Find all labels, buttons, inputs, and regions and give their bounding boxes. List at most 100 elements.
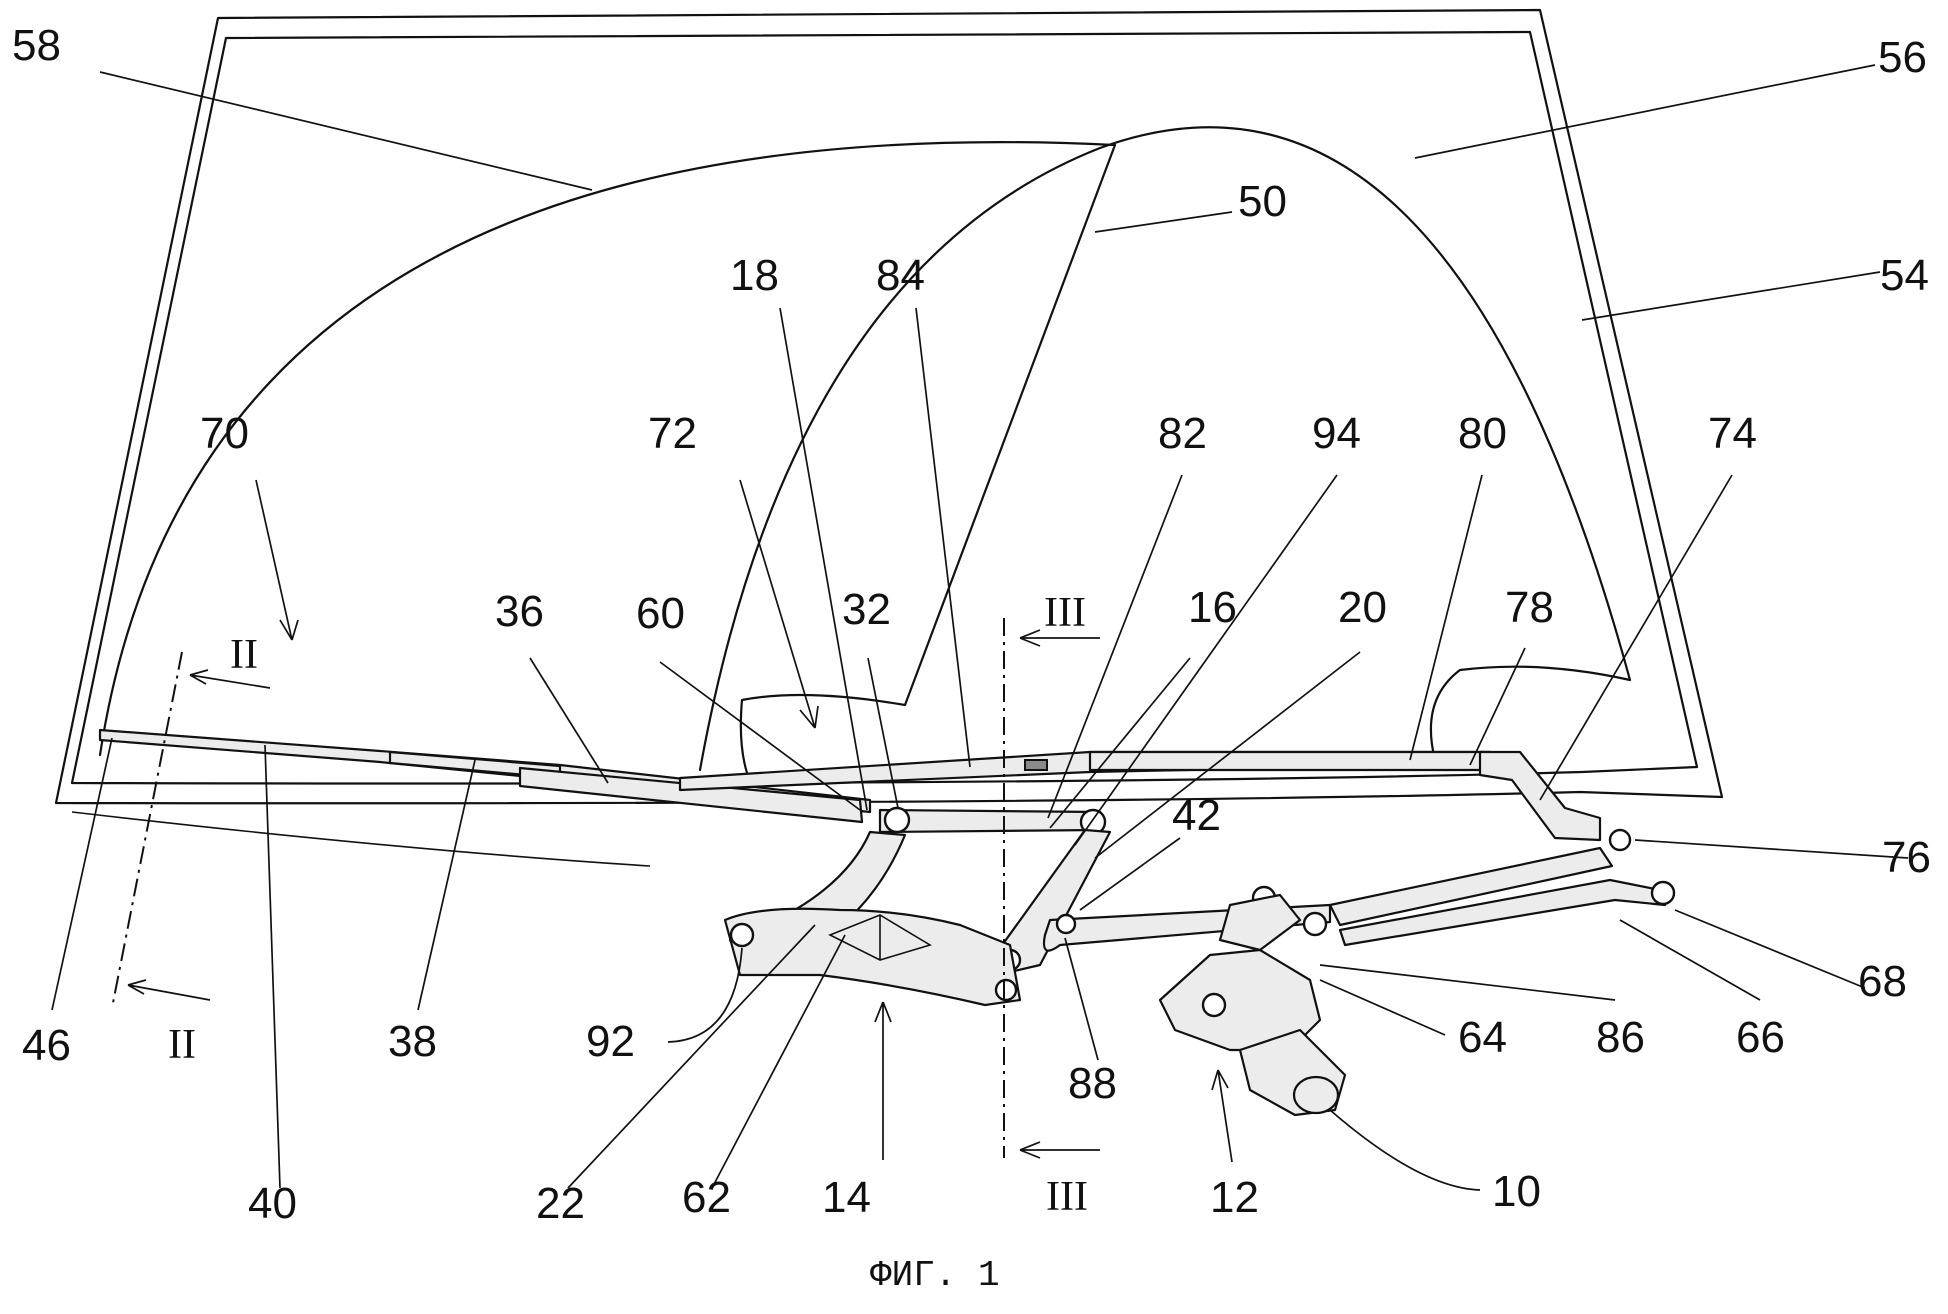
pivot-64 bbox=[1302, 911, 1328, 937]
ref-20: 20 bbox=[1338, 583, 1387, 632]
ref-78: 78 bbox=[1505, 583, 1554, 632]
ref-58: 58 bbox=[12, 21, 61, 70]
pivot-68 bbox=[1650, 880, 1676, 906]
leader-36 bbox=[529, 657, 609, 784]
motor-gear bbox=[1218, 893, 1302, 952]
ref-38: 38 bbox=[388, 1017, 437, 1066]
ref-18: 18 bbox=[730, 251, 779, 300]
ref-50: 50 bbox=[1238, 177, 1287, 226]
leader-54 bbox=[1581, 271, 1881, 321]
leader-38 bbox=[417, 759, 476, 1011]
push-rod-86 bbox=[1328, 846, 1614, 927]
leader-86 bbox=[1319, 964, 1616, 1001]
ref-42: 42 bbox=[1172, 791, 1221, 840]
ref-60: 60 bbox=[636, 589, 685, 638]
ref-80: 80 bbox=[1458, 409, 1507, 458]
left-wiper-arm-36 bbox=[518, 766, 864, 824]
leader-42 bbox=[1079, 837, 1181, 911]
arrow-70 bbox=[255, 479, 299, 641]
pivot-32 bbox=[883, 806, 911, 834]
ref-72: 72 bbox=[648, 409, 697, 458]
ref-84: 84 bbox=[876, 251, 925, 300]
ref-66: 66 bbox=[1736, 1013, 1785, 1062]
leader-46 bbox=[51, 737, 113, 1011]
ref-10: 10 bbox=[1492, 1167, 1541, 1216]
ref-36: 36 bbox=[495, 587, 544, 636]
ref-76: 76 bbox=[1882, 833, 1931, 882]
ref-46: 46 bbox=[22, 1021, 71, 1070]
wiped-field-56 bbox=[698, 126, 1632, 772]
section-label-II-bottom: II bbox=[168, 1022, 196, 1068]
leader-62 bbox=[711, 934, 846, 1189]
section-arrow-III-top bbox=[1019, 629, 1100, 647]
leader-22 bbox=[567, 924, 816, 1189]
motor-end-cap bbox=[1292, 1075, 1340, 1115]
leader-56 bbox=[1414, 64, 1876, 159]
ref-82: 82 bbox=[1158, 409, 1207, 458]
connecting-rod-16 bbox=[878, 808, 1102, 834]
section-arrow-III-bottom bbox=[1019, 1141, 1100, 1159]
leader-78 bbox=[1469, 647, 1526, 766]
section-arrow-II-bottom bbox=[127, 979, 211, 1001]
motor-housing-12 bbox=[1158, 948, 1322, 1052]
section-line-II bbox=[111, 651, 183, 1009]
ref-22: 22 bbox=[536, 1179, 585, 1228]
right-arm-bracket-74 bbox=[1478, 750, 1602, 842]
section-arrow-II-top bbox=[189, 669, 271, 689]
ref-16: 16 bbox=[1188, 583, 1237, 632]
right-wiper-arm-80 bbox=[1088, 750, 1502, 772]
arrow-72 bbox=[739, 479, 819, 729]
leader-94 bbox=[1074, 474, 1338, 846]
ref-70: 70 bbox=[200, 409, 249, 458]
crank-arm-20 bbox=[993, 828, 1112, 974]
frame-web-62 bbox=[828, 914, 932, 961]
arrow-12 bbox=[1211, 1069, 1233, 1163]
leader-74 bbox=[1539, 474, 1733, 801]
ref-62: 62 bbox=[682, 1173, 731, 1222]
ref-32: 32 bbox=[842, 585, 891, 634]
leader-20 bbox=[1094, 651, 1361, 859]
leader-66 bbox=[1619, 919, 1761, 1001]
leader-80 bbox=[1409, 474, 1483, 761]
windshield-outer-outline bbox=[54, 8, 1724, 805]
field-lower-curve bbox=[71, 811, 651, 867]
pivot-88 bbox=[1055, 913, 1077, 935]
leader-84 bbox=[915, 307, 971, 768]
leader-76 bbox=[1634, 839, 1909, 859]
right-blade-clip bbox=[1024, 759, 1048, 771]
pivot-76 bbox=[1608, 828, 1632, 852]
motor-shaft bbox=[1201, 992, 1227, 1018]
ref-54: 54 bbox=[1880, 251, 1929, 300]
ref-92: 92 bbox=[586, 1017, 635, 1066]
leader-82 bbox=[1047, 474, 1183, 819]
ref-40: 40 bbox=[248, 1179, 297, 1228]
ref-56: 56 bbox=[1878, 33, 1927, 82]
leader-60 bbox=[659, 661, 861, 811]
ref-14: 14 bbox=[822, 1173, 871, 1222]
pivot-92 bbox=[729, 922, 755, 948]
leader-68 bbox=[1674, 909, 1866, 989]
leader-92 bbox=[667, 947, 743, 1043]
leader-16 bbox=[1049, 657, 1191, 829]
section-label-III-bottom: III bbox=[1046, 1174, 1088, 1220]
ref-94: 94 bbox=[1312, 409, 1361, 458]
ref-12: 12 bbox=[1210, 1173, 1259, 1222]
leader-50 bbox=[1094, 211, 1233, 233]
arrow-14 bbox=[874, 1001, 892, 1160]
leader-10 bbox=[1329, 1109, 1481, 1191]
leader-58 bbox=[99, 71, 593, 191]
ref-64: 64 bbox=[1458, 1013, 1507, 1062]
ref-68: 68 bbox=[1858, 957, 1907, 1006]
ref-74: 74 bbox=[1708, 409, 1757, 458]
ref-88: 88 bbox=[1068, 1059, 1117, 1108]
ref-86: 86 bbox=[1596, 1013, 1645, 1062]
section-label-III-top: III bbox=[1044, 590, 1086, 636]
leader-64 bbox=[1319, 979, 1446, 1036]
frame-lower-pivot bbox=[994, 978, 1018, 1002]
wiped-field-58 bbox=[98, 141, 1117, 812]
leader-40 bbox=[264, 744, 281, 1189]
figure-caption: ФИГ. 1 bbox=[870, 1255, 1000, 1296]
leader-32 bbox=[867, 657, 899, 809]
section-label-II-top: II bbox=[230, 632, 258, 678]
